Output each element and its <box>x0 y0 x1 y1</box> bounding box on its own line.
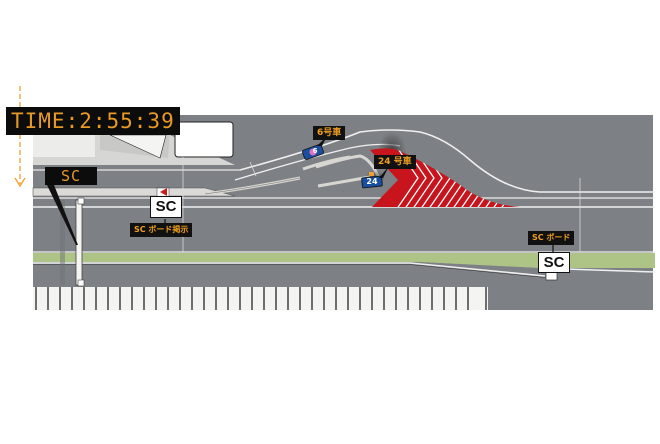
car-6-number: 6 <box>312 147 318 155</box>
car-24-number: 24 <box>366 177 378 186</box>
track-sc-board-caption: SC ボード <box>528 231 575 245</box>
garage-dividers <box>35 287 487 310</box>
car-6 <box>302 144 324 160</box>
car-24-label: 24 号車 <box>374 155 416 169</box>
sc-led-sign: SC <box>45 167 97 185</box>
track-sc-board: SC <box>538 252 570 273</box>
pit-garages <box>33 287 488 310</box>
pit-sc-board: SC <box>150 196 182 218</box>
car-24 <box>361 175 383 189</box>
grass-strip <box>33 253 655 268</box>
race-timer: TIME:2:55:39 <box>6 107 180 135</box>
car-6-label: 6号車 <box>313 126 346 140</box>
pit-sc-board-caption: SC ボード掲示 <box>130 223 193 237</box>
